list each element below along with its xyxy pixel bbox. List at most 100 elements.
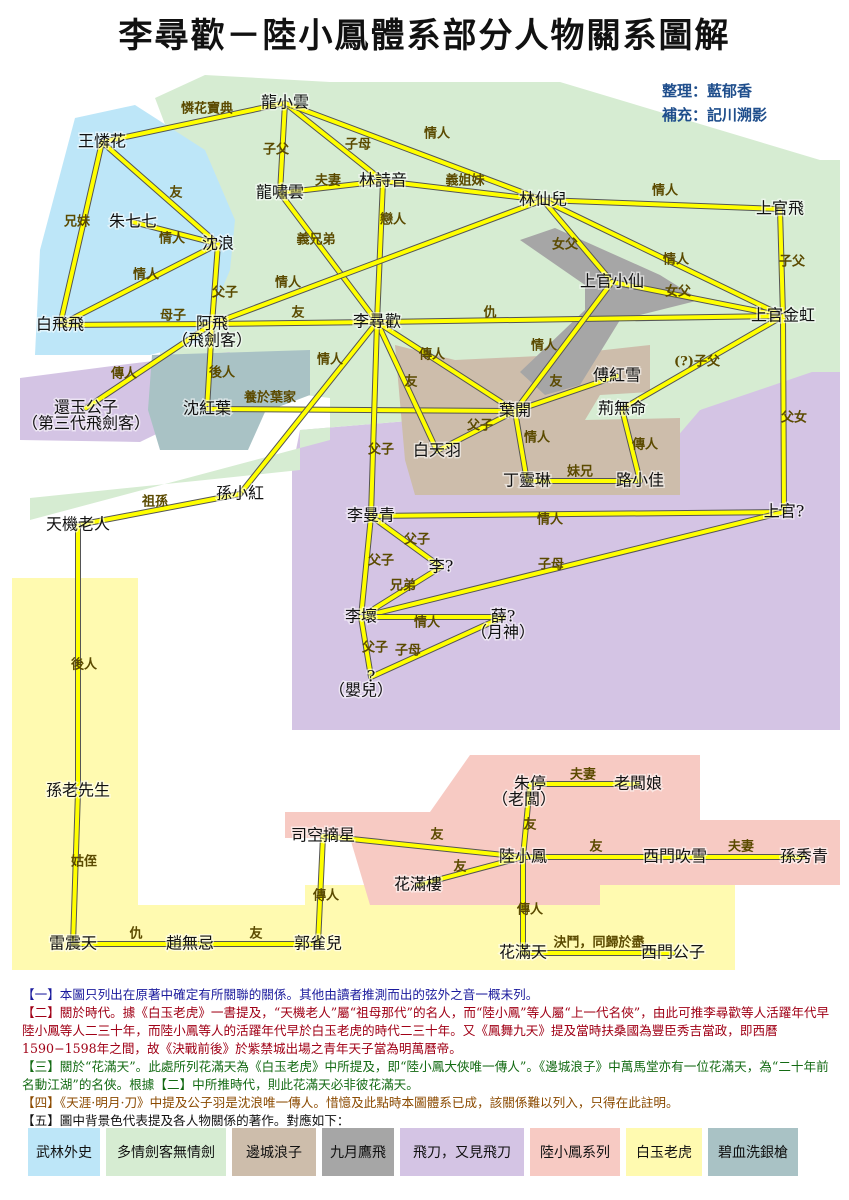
edge-label-fuzi_li_manqing: 父子 <box>367 443 394 458</box>
edge-label-meixiong: 妹兄 <box>566 464 593 480</box>
node-shangguan-xiaoxian: 上官小仙 <box>580 272 644 291</box>
node-bai-feifei: 白飛飛 <box>36 315 84 334</box>
node-ximen-chuixue: 西門吹雪 <box>643 847 707 866</box>
edge-label-zifu_sg: 子父 <box>779 255 806 270</box>
edge-chuanren_li_ye <box>375 320 517 413</box>
node-zhao-wuji: 趙無忌 <box>166 934 214 953</box>
edge-qingren_ye_ding <box>513 409 529 483</box>
edge-chuanren_afei_huanyu <box>84 322 214 410</box>
edge-lianhua_baodian <box>100 101 287 144</box>
edge-xiongdi <box>359 565 443 619</box>
edge-qingren_shen_bai <box>58 242 220 327</box>
edge-label-qingren_ye_ding: 情人 <box>524 430 551 446</box>
edge-label-lianhua_baodian: 憐花寶典 <box>181 101 233 117</box>
edge-zifu_sg <box>778 207 785 318</box>
edge-chuanren_jing_lu <box>620 407 642 483</box>
node-tianji-laoren: 天機老人 <box>46 515 110 534</box>
legend-duoqing: 多情劍客無情劍 <box>106 1128 226 1176</box>
node-zhu-ting-alias: （老闆） <box>492 790 556 809</box>
edge-label-yijiemei: 義姐妹 <box>445 173 485 189</box>
page-title: 李尋歡－陸小鳳體系部分人物關系圖解 <box>118 16 731 56</box>
edge-fuzi_li_manqing <box>369 320 379 518</box>
edge-label-fuqi_long: 夫妻 <box>315 173 341 189</box>
edge-label-guzhi: 姑侄 <box>71 854 97 870</box>
edge-label-nvfu_jinhong: 父女 <box>780 410 807 426</box>
edge-label-fuzi_bai_ye: 父子 <box>466 419 493 434</box>
node-li-q: 李? <box>429 557 454 576</box>
node-li-huai: 李壞 <box>345 607 377 626</box>
edge-guzhi <box>71 789 80 946</box>
edge-label-houren_tianji: 後人 <box>71 657 98 673</box>
edge-outline-group <box>57 100 807 956</box>
node-zhu-qiqi: 朱七七 <box>109 212 157 231</box>
edge-label-fuzi_manqing_li: 父子 <box>403 533 430 548</box>
node-laobanniang: 老闆娘 <box>614 774 662 793</box>
note-5: 【五】圖中背景色代表提及各人物關係的著作。對應如下： <box>22 1113 350 1128</box>
edge-yijiemei <box>381 179 545 202</box>
edge-label-juedou: 決鬥，同歸於盡 <box>553 935 644 951</box>
edge-qingren_manqing_sg <box>369 510 786 518</box>
edge-label-you_afei_li: 友 <box>291 305 304 321</box>
node-ximen-gongzi: 西門公子 <box>641 943 705 962</box>
edge-label-qingren_lin_sg: 情人 <box>652 183 679 199</box>
edge-label-qingren_lin_jinhong: 情人 <box>663 252 690 268</box>
region-bixue <box>148 350 310 450</box>
edge-fuzi_huai_baby <box>359 615 373 679</box>
edge-label-qingren_huai_xue: 情人 <box>414 615 441 631</box>
edge-label-chuanren_afei_shen: 後人 <box>209 365 236 381</box>
node-xue-q: 薛? <box>491 607 516 626</box>
edge-label-zimu_lin: 子母 <box>345 138 371 153</box>
node-group: 龍小雲王憐花朱七七沈浪龍嘯雲林詩音林仙兒上官飛上官小仙上官金虹白飛飛阿飛（飛劍客… <box>20 91 829 963</box>
region-luxiaofeng <box>285 755 840 905</box>
edge-label-zifu_afei: 父子 <box>211 286 238 301</box>
edge-yixiongdi <box>278 191 379 324</box>
edge-label-you_zhu_lu: 友 <box>523 817 536 833</box>
region-jiuyue <box>520 228 700 395</box>
edge-label-muzi: 母子 <box>160 309 186 324</box>
node-shen-hongye: 沈紅葉 <box>183 399 231 418</box>
edge-you_ye_fu <box>513 374 619 413</box>
edge-label-qingren_afei_lin: 情人 <box>275 275 302 291</box>
node-fu-hongxue: 傅紅雪 <box>593 366 641 385</box>
node-a-fei: 阿飛 <box>196 314 228 333</box>
edge-label-chou_lei_zhao: 仇 <box>129 926 142 942</box>
node-li-manqing: 李曼青 <box>347 506 395 525</box>
node-long-xiaoyun2: 龍嘯雲 <box>256 183 304 202</box>
edge-label-q_zifu: (?)子父 <box>674 355 721 370</box>
edge-zimu_lin <box>283 101 385 183</box>
node-lu-xiaojia: 路小佳 <box>616 471 664 490</box>
node-sun-xiaohong: 孫小紅 <box>216 484 264 503</box>
note-3: 【三】關於“花滿天”。此處所列花滿天為《白玉老虎》中所提及，即“陸小鳳大俠唯一傳… <box>22 1059 829 1092</box>
legend-bixue: 碧血洗銀槍 <box>708 1128 798 1176</box>
edge-fuzi_manqing_li <box>369 514 443 569</box>
edge-you_wang_shen <box>100 140 220 246</box>
edge-zusun <box>76 492 242 527</box>
edge-label-zusun: 祖孫 <box>141 494 168 510</box>
node-baby-alias: （嬰兒） <box>329 681 393 700</box>
edge-label-qingren_zhu_shen: 情人 <box>159 231 186 247</box>
node-sun-laoxiansheng: 孫老先生 <box>46 781 110 800</box>
edge-label-fuqi_zhu: 夫妻 <box>570 767 596 783</box>
node-wang-lianhua: 王憐花 <box>78 132 126 151</box>
edge-chuanren_sikong_guo <box>316 834 325 946</box>
edge-label-group: 憐花寶典子父夫妻子母情人義姐妹情人友兄妹情人情人義兄弟戀人女父情人子父女父情人母… <box>63 101 807 951</box>
edge-fuzi_manqing_huai <box>359 514 373 619</box>
region-group <box>12 75 840 970</box>
node-bai-tianyu: 白天羽 <box>413 441 461 460</box>
edge-label-fuzi_huai_baby: 父子 <box>361 641 388 656</box>
node-hua-mantian: 花滿天 <box>499 943 547 962</box>
legend-jiuyue: 九月鷹飛 <box>322 1128 394 1176</box>
edge-q_zifu <box>620 314 785 411</box>
edge-label-yangyu_yejia: 養於葉家 <box>243 390 297 406</box>
node-shen-lang: 沈浪 <box>202 234 234 253</box>
legend-baiyu: 白玉老虎 <box>626 1128 702 1176</box>
edge-label-chuanren_sikong_guo: 傳人 <box>312 888 340 904</box>
edge-label-qingren_manqing_sg: 情人 <box>537 512 564 528</box>
edge-qingren_xian_ye <box>513 280 614 413</box>
edge-qingren_afei_lin <box>210 198 545 326</box>
node-lin-shiyin: 林詩音 <box>359 171 407 190</box>
edge-label-chuanren_jing_lu: 傳人 <box>631 437 659 453</box>
edge-label-you_lu_ximen: 友 <box>589 839 602 855</box>
edge-lianren <box>375 179 385 324</box>
edge-label-yixiongdi: 義兄弟 <box>296 232 335 248</box>
